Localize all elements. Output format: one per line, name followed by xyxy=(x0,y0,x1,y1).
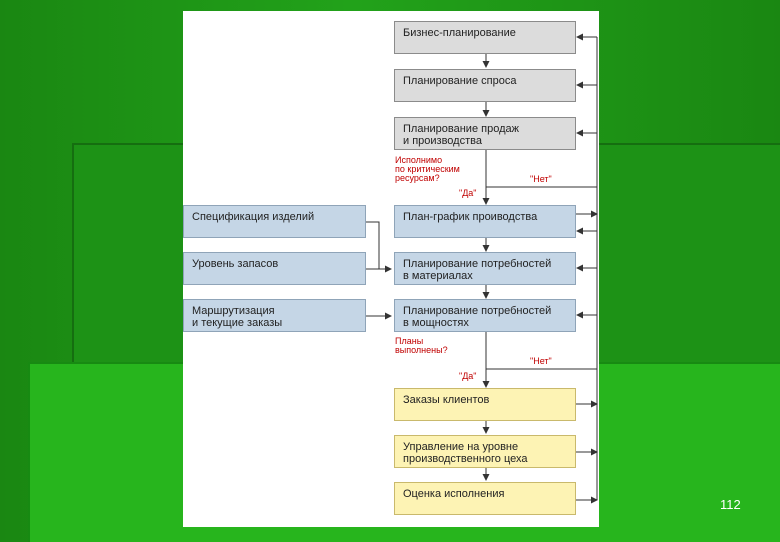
box-sales-production-planning: Планирование продаж и производства xyxy=(394,117,576,150)
decision-yes-resources: "Да" xyxy=(459,188,477,198)
diagram-sheet: Бизнес-планирование Планирование спроса … xyxy=(183,11,599,527)
decision-question-resources: Исполнимо по критическим ресурсам? xyxy=(395,155,460,183)
box-customer-orders: Заказы клиентов xyxy=(394,388,576,421)
box-capacity-requirements: Планирование потребностей в мощностях xyxy=(394,299,576,332)
decision-question-plans: Планы выполнены? xyxy=(395,336,448,355)
box-performance-evaluation: Оценка исполнения xyxy=(394,482,576,515)
box-demand-planning: Планирование спроса xyxy=(394,69,576,102)
box-material-requirements: Планирование потребностей в материалах xyxy=(394,252,576,285)
box-bill-of-materials: Спецификация изделий xyxy=(183,205,366,238)
decision-no-plans: "Нет" xyxy=(530,356,552,366)
box-production-schedule: План-график проиводства xyxy=(394,205,576,238)
decision-yes-plans: "Да" xyxy=(459,371,477,381)
flow-connectors xyxy=(366,33,598,504)
arrow-bom-mrp xyxy=(366,221,391,270)
box-inventory-level: Уровень запасов xyxy=(183,252,366,285)
box-business-planning: Бизнес-планирование xyxy=(394,21,576,54)
box-routing-current-orders: Маршрутизация и текущие заказы xyxy=(183,299,366,332)
box-shop-floor-control: Управление на уровне производственного ц… xyxy=(394,435,576,468)
decision-no-resources: "Нет" xyxy=(530,174,552,184)
page-number: 112 xyxy=(720,497,741,512)
